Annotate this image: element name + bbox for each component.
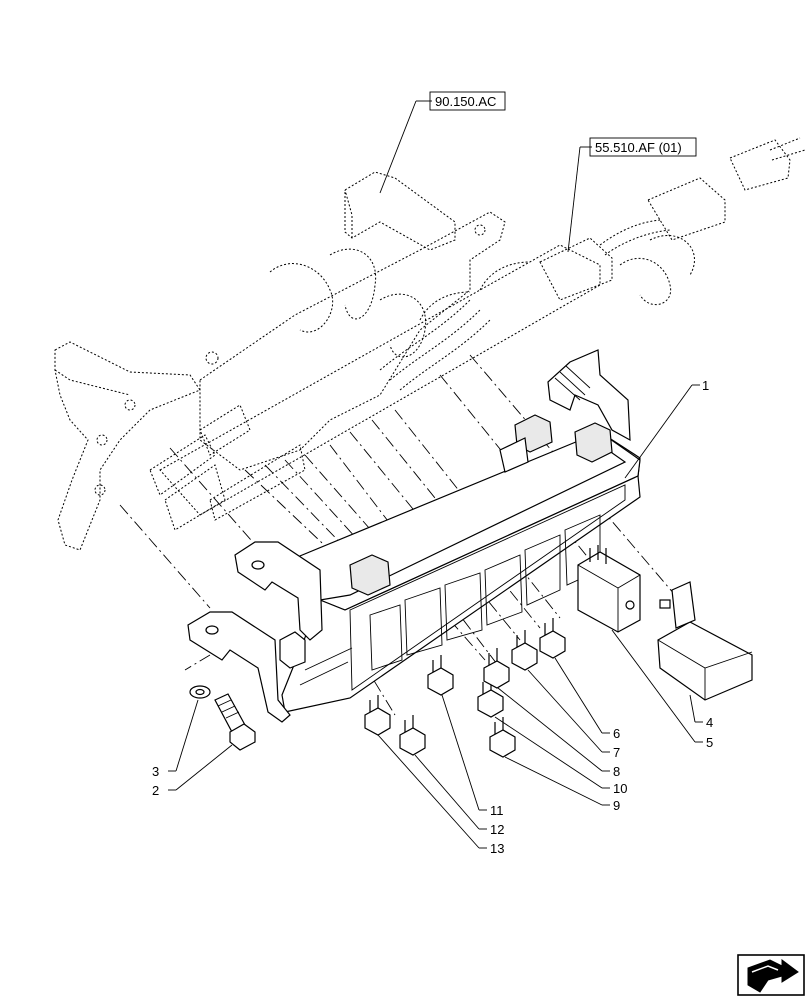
callout-2[interactable]: 2 xyxy=(152,783,159,798)
callout-6[interactable]: 6 xyxy=(613,726,620,741)
fuse-11 xyxy=(427,655,454,696)
fuse-13 xyxy=(364,695,391,736)
callout-4[interactable]: 4 xyxy=(706,715,713,730)
mini-fuses xyxy=(364,618,566,758)
callout-3[interactable]: 3 xyxy=(152,764,159,779)
ref-label-55510[interactable]: 55.510.AF (01) xyxy=(595,140,682,155)
callout-11[interactable]: 11 xyxy=(490,803,504,818)
fuse-9 xyxy=(489,717,516,758)
next-page-arrow-icon[interactable] xyxy=(737,954,805,996)
callout-leaders xyxy=(168,384,703,849)
callout-5[interactable]: 5 xyxy=(706,735,713,750)
fuse-relay-box xyxy=(187,349,641,723)
background-assembly xyxy=(54,137,806,551)
relays xyxy=(577,545,753,701)
relay-small xyxy=(577,545,641,633)
callout-8[interactable]: 8 xyxy=(613,764,620,779)
callout-numbers: 1 2 3 4 5 6 7 8 9 10 11 12 13 xyxy=(152,378,713,856)
bolt-head xyxy=(229,723,256,751)
callout-7[interactable]: 7 xyxy=(613,745,620,760)
ref-label-90150[interactable]: 90.150.AC xyxy=(435,94,496,109)
callout-12[interactable]: 12 xyxy=(490,822,504,837)
relay-large xyxy=(657,581,753,701)
fuse-12 xyxy=(399,715,426,756)
washer xyxy=(189,685,211,699)
callout-9[interactable]: 9 xyxy=(613,798,620,813)
fuse-8 xyxy=(483,648,510,689)
fuse-10 xyxy=(477,677,504,718)
fuse-7 xyxy=(511,630,538,671)
callout-10[interactable]: 10 xyxy=(613,781,627,796)
bolt-and-washer xyxy=(189,685,256,751)
callout-13[interactable]: 13 xyxy=(490,841,504,856)
fuse-6 xyxy=(539,618,566,659)
callout-1[interactable]: 1 xyxy=(702,378,709,393)
reference-labels: 90.150.AC 55.510.AF (01) xyxy=(379,91,697,253)
